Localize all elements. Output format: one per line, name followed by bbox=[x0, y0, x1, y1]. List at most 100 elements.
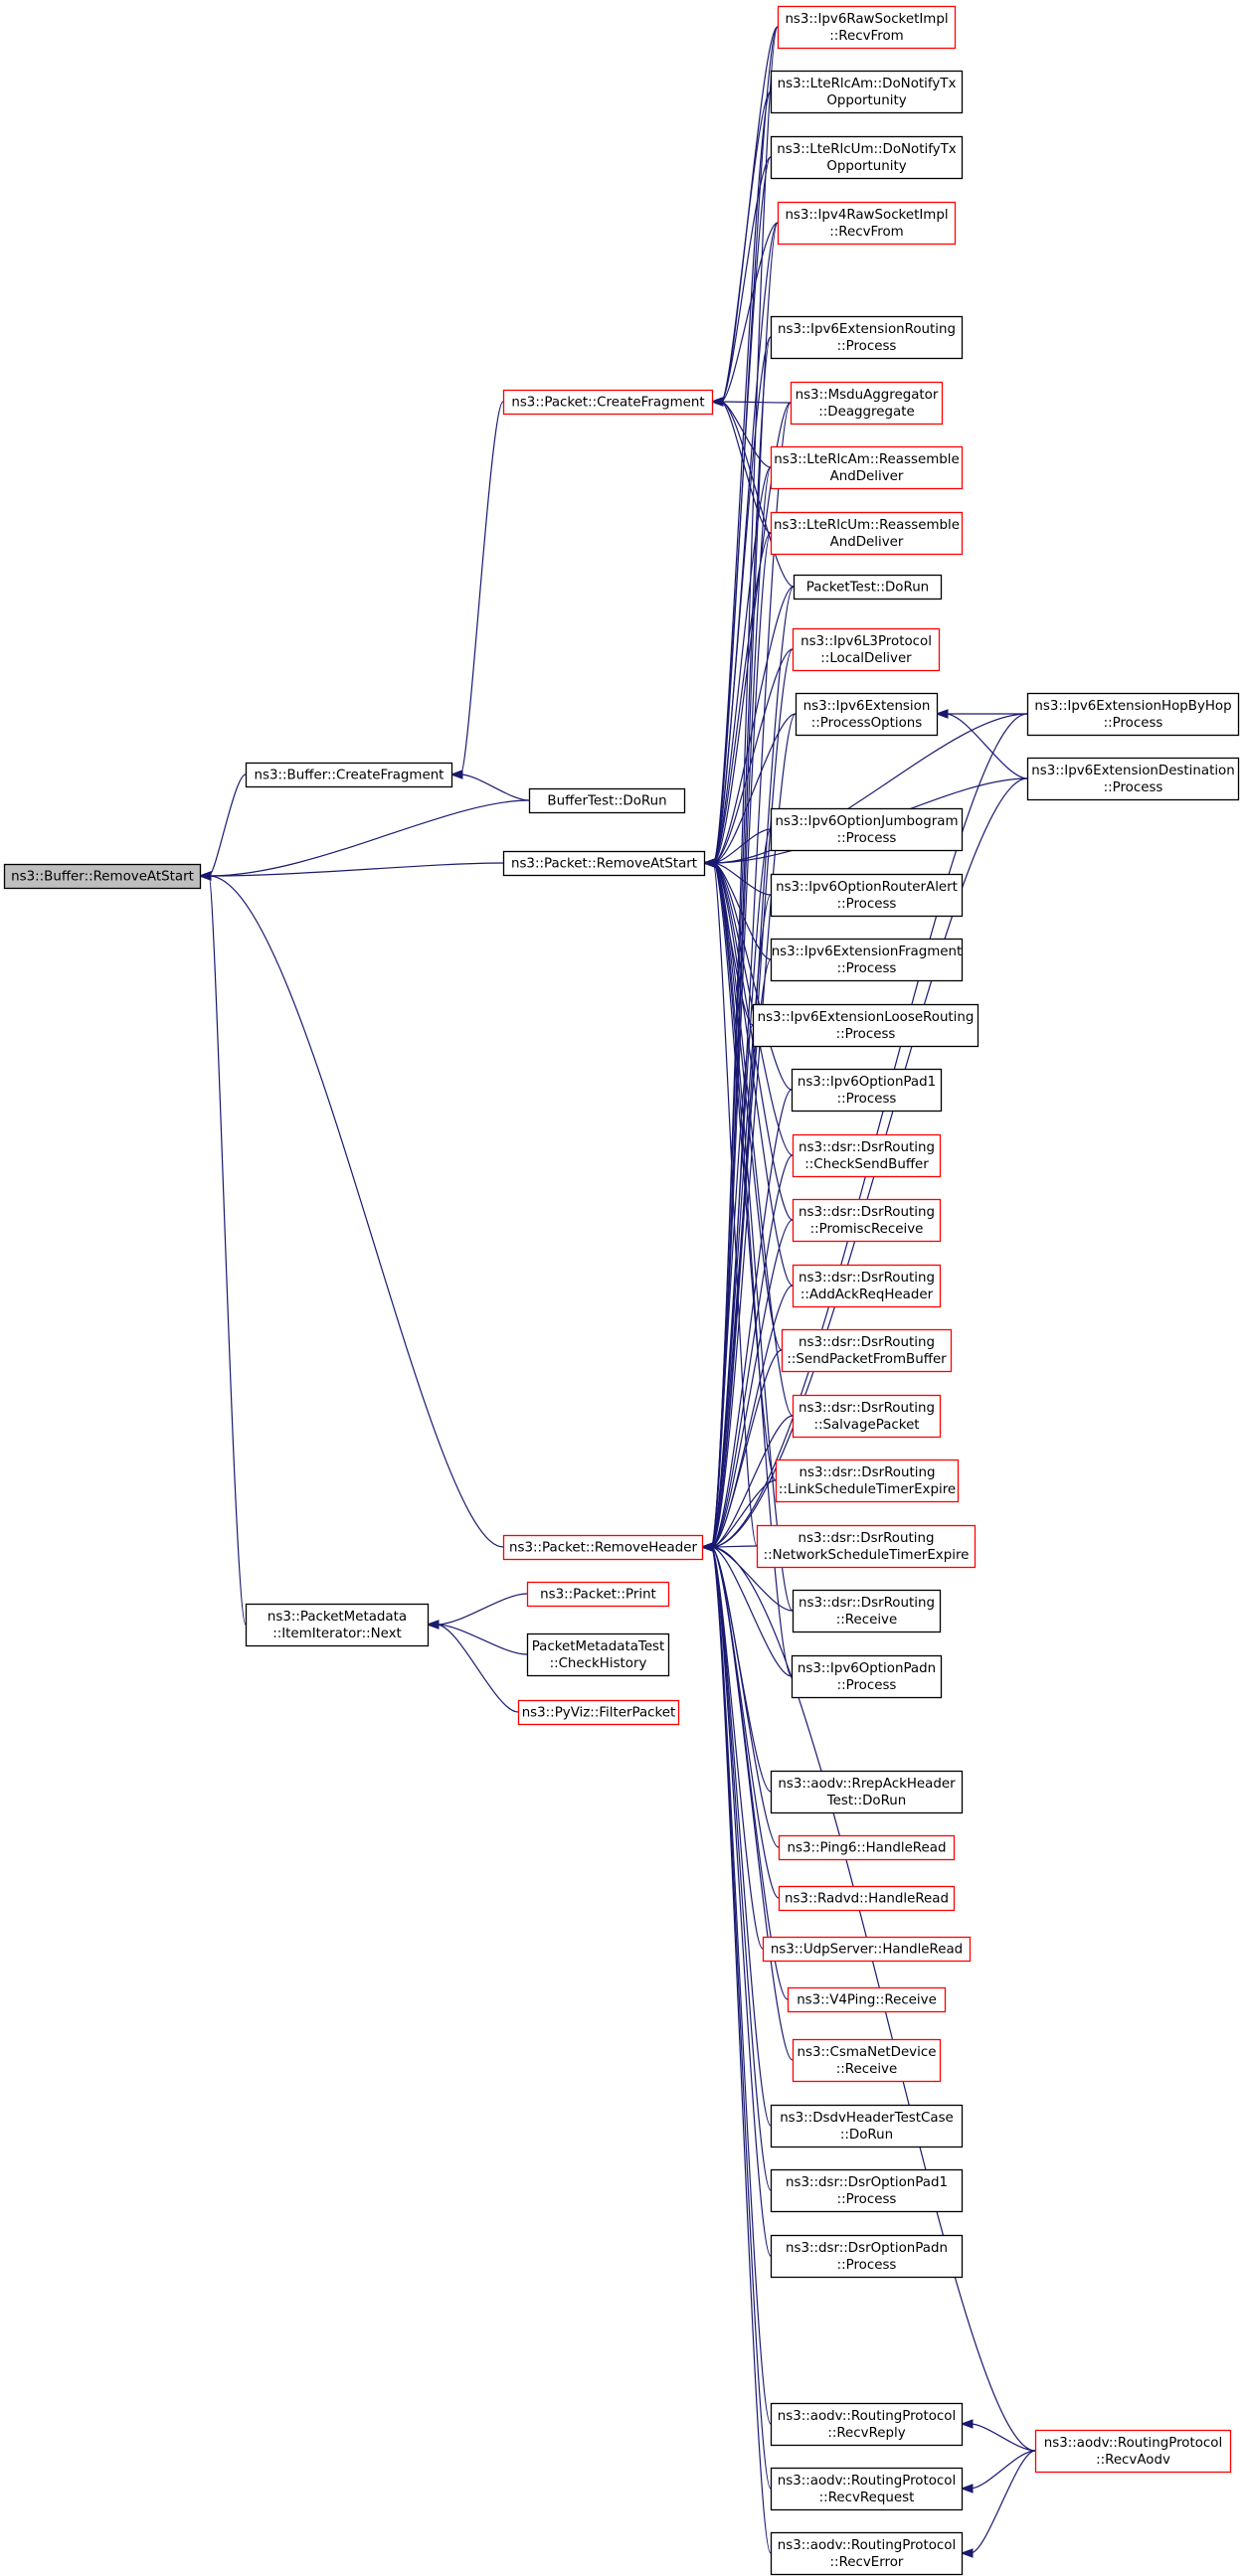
node-dsrrouting-receive[interactable]: ns3::dsr::DsrRouting::Receive bbox=[792, 1589, 942, 1633]
node-label: ::ItemIterator::Next bbox=[272, 1627, 402, 1641]
node-dsrrouting-checksendbuffer[interactable]: ns3::dsr::DsrRouting::CheckSendBuffer bbox=[792, 1133, 942, 1178]
node-dsroptionpad1-process[interactable]: ns3::dsr::DsrOptionPad1::Process bbox=[770, 2168, 964, 2213]
node-csmanetdevice-receive[interactable]: ns3::CsmaNetDevice::Receive bbox=[792, 2038, 942, 2083]
node-aodv-routingprotocol-recvreply[interactable]: ns3::aodv::RoutingProtocol::RecvReply bbox=[770, 2402, 964, 2447]
node-packet-createfragment[interactable]: ns3::Packet::CreateFragment bbox=[502, 389, 714, 416]
node-label: ns3::Ipv6ExtensionHopByHop bbox=[1034, 699, 1231, 714]
node-radvd-handleread[interactable]: ns3::Radvd::HandleRead bbox=[778, 1885, 956, 1912]
node-ipv6extensionfragment-process[interactable]: ns3::Ipv6ExtensionFragment::Process bbox=[770, 938, 964, 982]
node-packetmetadata-next[interactable]: ns3::PacketMetadata::ItemIterator::Next bbox=[245, 1603, 430, 1647]
node-box bbox=[791, 1654, 943, 1699]
edge-arrowhead bbox=[198, 871, 212, 881]
node-buffertest-dorun[interactable]: BufferTest::DoRun bbox=[528, 787, 686, 814]
node-label: ::Process bbox=[837, 2192, 897, 2207]
node-pyviz-filterpacket[interactable]: ns3::PyViz::FilterPacket bbox=[517, 1699, 680, 1726]
node-packet-removeatstart[interactable]: ns3::Packet::RemoveAtStart bbox=[502, 850, 706, 877]
edge-ipv6extensionlooserouting-process-to-packet-removeheader bbox=[710, 1024, 754, 1548]
node-ipv6optionpadn-process[interactable]: ns3::Ipv6OptionPadn::Process bbox=[791, 1654, 943, 1699]
node-box bbox=[775, 1459, 960, 1503]
node-label: ns3::Ipv6ExtensionRouting bbox=[778, 322, 956, 337]
node-dsrrouting-networkscheduletimerexpire[interactable]: ns3::dsr::DsrRouting::NetworkScheduleTim… bbox=[756, 1524, 977, 1569]
node-packet-print[interactable]: ns3::Packet::Print bbox=[526, 1581, 670, 1608]
node-box bbox=[1034, 2429, 1232, 2474]
node-ipv6rawsocketimpl-recvfrom[interactable]: ns3::Ipv6RawSocketImpl::RecvFrom bbox=[777, 5, 957, 50]
edge-arrowhead bbox=[935, 709, 949, 719]
node-box bbox=[792, 2038, 942, 2083]
node-label: ns3::Buffer::CreateFragment bbox=[255, 769, 445, 783]
node-packetmetadatatest-checkhistory[interactable]: PacketMetadataTest::CheckHistory bbox=[526, 1632, 670, 1677]
node-v4ping-receive[interactable]: ns3::V4Ping::Receive bbox=[787, 1986, 947, 2013]
node-ipv6extensionlooserouting-process[interactable]: ns3::Ipv6ExtensionLooseRouting::Process bbox=[752, 1003, 979, 1048]
edge-packetmetadatatest-checkhistory-to-packetmetadata-next bbox=[436, 1624, 528, 1655]
node-aodv-routingprotocol-recverror[interactable]: ns3::aodv::RoutingProtocol::RecvError bbox=[770, 2531, 964, 2576]
edge-ipv6extensionrouting-process-to-packet-removeatstart bbox=[712, 336, 772, 864]
node-dsrrouting-addackreqheader[interactable]: ns3::dsr::DsrRouting::AddAckReqHeader bbox=[792, 1264, 942, 1308]
node-label: ns3::aodv::RoutingProtocol bbox=[778, 2474, 956, 2489]
node-label: ns3::Ipv6OptionPad1 bbox=[798, 1075, 936, 1090]
node-dsdvheadertestcase-dorun[interactable]: ns3::DsdvHeaderTestCase::DoRun bbox=[770, 2104, 964, 2148]
node-label: ::Process bbox=[1104, 716, 1163, 731]
node-dsrrouting-promiscreceive[interactable]: ns3::dsr::DsrRouting::PromiscReceive bbox=[792, 1198, 942, 1243]
node-packettest-dorun[interactable]: PacketTest::DoRun bbox=[793, 574, 943, 601]
node-box bbox=[770, 1770, 964, 1814]
node-box bbox=[793, 574, 943, 601]
node-label: ns3::MsduAggregator bbox=[796, 388, 939, 403]
node-label: ::Process bbox=[837, 831, 897, 846]
edge-lterlcam-donotifytxopportunity-to-packet-createfragment bbox=[720, 90, 772, 403]
edge-ipv6optionpad1-process-to-packet-removeheader bbox=[710, 1089, 793, 1548]
node-aodv-routingprotocol-recvaodv[interactable]: ns3::aodv::RoutingProtocol::RecvAodv bbox=[1034, 2429, 1232, 2474]
node-ipv6extension-processoptions[interactable]: ns3::Ipv6Extension::ProcessOptions bbox=[795, 692, 939, 737]
edge-arrowhead bbox=[700, 1542, 714, 1552]
node-label: ::RecvReply bbox=[827, 2426, 905, 2441]
node-ipv6optionpad1-process[interactable]: ns3::Ipv6OptionPad1::Process bbox=[791, 1068, 943, 1113]
node-label: ns3::LteRlcAm::Reassemble bbox=[774, 452, 959, 467]
edge-aodv-routingprotocol-recvaodv-to-aodv-routingprotocol-recvreply bbox=[970, 2423, 1036, 2452]
node-ipv6extensiondestination-process[interactable]: ns3::Ipv6ExtensionDestination::Process bbox=[1026, 757, 1240, 801]
node-ipv6optionrouteralert-process[interactable]: ns3::Ipv6OptionRouterAlert::Process bbox=[770, 873, 964, 918]
node-label: ::AddAckReqHeader bbox=[801, 1288, 934, 1302]
edge-ipv6rawsocketimpl-recvfrom-to-packet-createfragment bbox=[720, 26, 779, 403]
node-buffer-removeatstart[interactable]: ns3::Buffer::RemoveAtStart bbox=[3, 863, 202, 890]
edge-ipv6optionpad1-process-to-packet-removeatstart bbox=[712, 862, 793, 1091]
node-label: ns3::CsmaNetDevice bbox=[798, 2045, 937, 2060]
node-label: ns3::dsr::DsrRouting bbox=[799, 1335, 935, 1350]
node-ipv6extensionrouting-process[interactable]: ns3::Ipv6ExtensionRouting::Process bbox=[770, 315, 964, 360]
node-label: ns3::dsr::DsrRouting bbox=[799, 1271, 935, 1286]
node-label: PacketMetadataTest bbox=[532, 1639, 665, 1654]
node-label: ns3::Ipv6ExtensionDestination bbox=[1031, 764, 1234, 778]
node-label: Opportunity bbox=[826, 93, 906, 108]
node-dsroptionpadn-process[interactable]: ns3::dsr::DsrOptionPadn::Process bbox=[770, 2234, 964, 2279]
node-ipv6l3protocol-localdeliver[interactable]: ns3::Ipv6L3Protocol::LocalDeliver bbox=[792, 627, 941, 672]
node-ping6-handleread[interactable]: ns3::Ping6::HandleRead bbox=[778, 1834, 956, 1861]
node-packet-removeheader[interactable]: ns3::Packet::RemoveHeader bbox=[502, 1534, 704, 1561]
node-box bbox=[770, 2531, 964, 2576]
node-box bbox=[526, 1632, 670, 1677]
node-ipv6optionjumbogram-process[interactable]: ns3::Ipv6OptionJumbogram::Process bbox=[770, 807, 964, 852]
node-label: ns3::LteRlcAm::DoNotifyTx bbox=[778, 77, 957, 91]
node-aodv-routingprotocol-recvrequest[interactable]: ns3::aodv::RoutingProtocol::RecvRequest bbox=[770, 2467, 964, 2511]
node-label: ns3::dsr::DsrOptionPadn bbox=[786, 2241, 948, 2256]
edge-ipv6extensionhopbyhop-process-to-packet-removeheader bbox=[710, 713, 1028, 1548]
node-dsrrouting-linkscheduletimerexpire[interactable]: ns3::dsr::DsrRouting::LinkScheduleTimerE… bbox=[775, 1459, 960, 1503]
node-ipv4rawsocketimpl-recvfrom[interactable]: ns3::Ipv4RawSocketImpl::RecvFrom bbox=[777, 201, 957, 246]
node-box bbox=[770, 2168, 964, 2213]
edge-ping6-handleread-to-packet-removeheader bbox=[710, 1546, 780, 1848]
node-dsrrouting-sendpacketfrombuffer[interactable]: ns3::dsr::DsrRouting::SendPacketFromBuff… bbox=[781, 1328, 953, 1373]
node-label: ns3::aodv::RrepAckHeader bbox=[778, 1777, 956, 1792]
node-label: PacketTest::DoRun bbox=[806, 581, 929, 596]
node-udpserver-handleread[interactable]: ns3::UdpServer::HandleRead bbox=[762, 1936, 972, 1963]
edge-packet-removeheader-to-buffer-removeatstart bbox=[208, 875, 504, 1548]
edge-buffertest-dorun-to-buffer-removeatstart bbox=[208, 799, 530, 877]
node-label: ns3::dsr::DsrRouting bbox=[799, 1401, 935, 1416]
node-dsrrouting-salvagepacket[interactable]: ns3::dsr::DsrRouting::SalvagePacket bbox=[792, 1394, 942, 1439]
node-label: ::RecvRequest bbox=[819, 2490, 915, 2505]
node-msduaggregator-deaggregate[interactable]: ns3::MsduAggregator::Deaggregate bbox=[790, 381, 944, 426]
node-box bbox=[787, 1986, 947, 2013]
node-buffer-createfragment[interactable]: ns3::Buffer::CreateFragment bbox=[245, 762, 453, 788]
node-ipv6extensionhopbyhop-process[interactable]: ns3::Ipv6ExtensionHopByHop::Process bbox=[1026, 692, 1240, 737]
